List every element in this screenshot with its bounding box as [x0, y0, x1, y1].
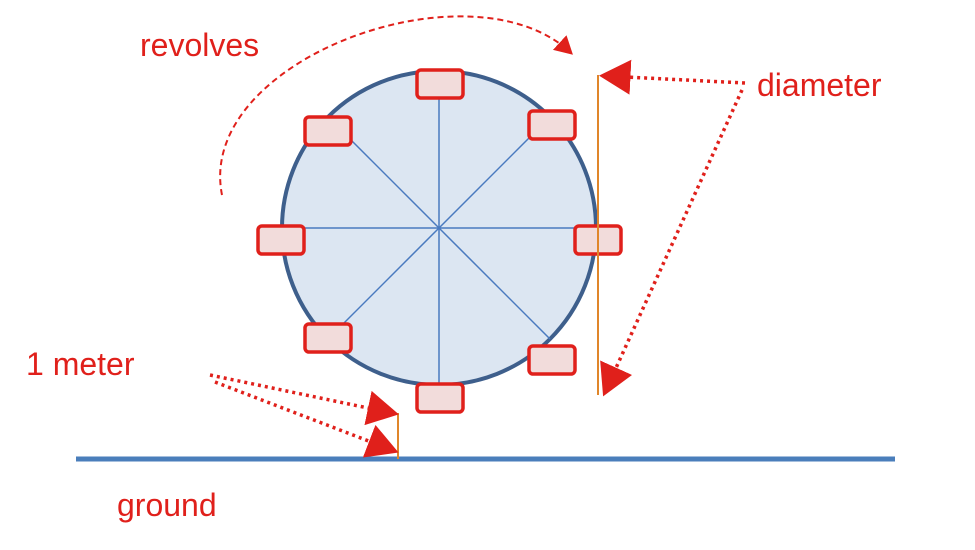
one-meter-arrow-bottom: [214, 380, 399, 458]
cabin: [415, 68, 465, 100]
one-meter-label: 1 meter: [26, 346, 135, 382]
diameter-arrows: [599, 59, 746, 397]
ground-label: ground: [117, 487, 217, 523]
diameter-arrow-bottom: [600, 89, 744, 397]
cabin: [527, 109, 577, 141]
diameter-label: diameter: [757, 67, 882, 103]
cabin: [303, 322, 353, 354]
cabin: [303, 115, 353, 147]
spoke-diagonal-b: [327, 116, 551, 340]
wheel-spokes: [282, 71, 596, 385]
one-meter-arrows: [209, 373, 399, 458]
cabin: [256, 224, 306, 256]
one-meter-arrow-top: [209, 373, 399, 426]
revolves-arrow: [219, 15, 573, 196]
cabin: [415, 382, 465, 414]
diameter-arrow-top: [599, 59, 746, 95]
revolves-label: revolves: [140, 27, 259, 63]
cabin: [527, 344, 577, 376]
